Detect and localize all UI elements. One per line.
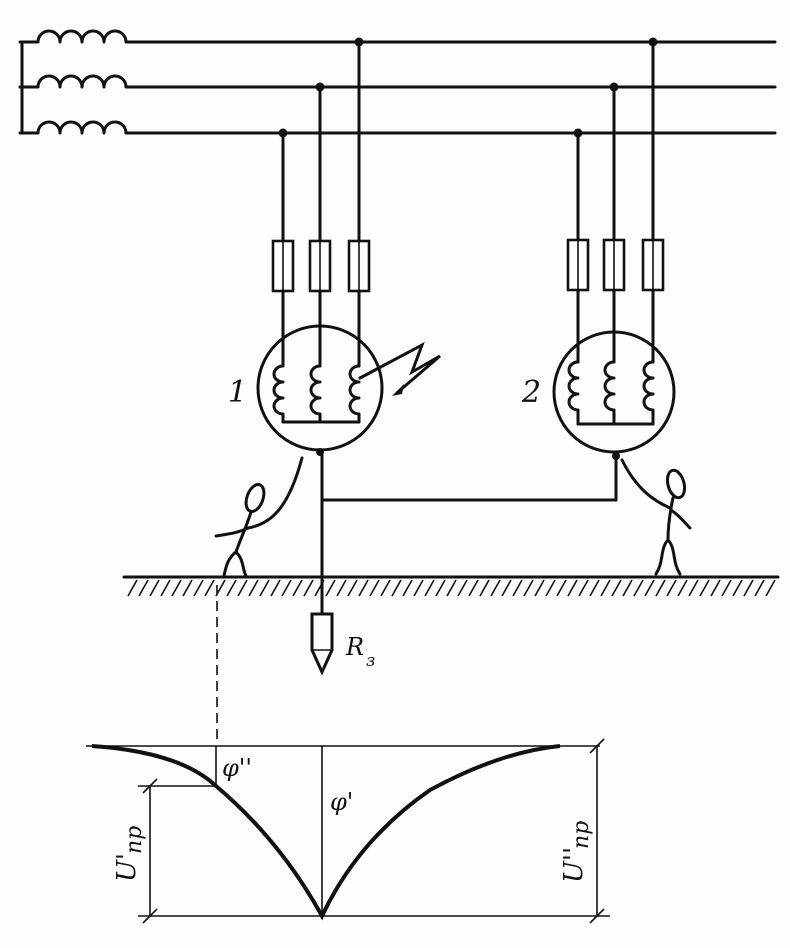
- hatch-mark: [292, 579, 303, 597]
- hatch-mark: [171, 579, 182, 597]
- hatch-mark: [556, 579, 567, 597]
- hatch-mark: [446, 579, 457, 597]
- motor-2-label: 2: [521, 375, 541, 410]
- hatch-mark: [193, 579, 204, 597]
- motor-2-branch: 2: [521, 40, 676, 454]
- motor-1-winding: [272, 364, 285, 424]
- hatch-mark: [644, 579, 655, 597]
- hatch-mark: [534, 579, 545, 597]
- hatch-mark: [633, 579, 644, 597]
- hatch-mark: [435, 579, 446, 597]
- hatch-mark: [160, 579, 171, 597]
- motor-1-label: 1: [228, 375, 247, 410]
- ground-resistance-label: R: [345, 633, 364, 661]
- motor-1-branch: 1: [228, 40, 441, 452]
- hatch-mark: [380, 579, 391, 597]
- hatch-mark: [226, 579, 237, 597]
- hatch-mark: [479, 579, 490, 597]
- motor-1-winding: [348, 364, 361, 424]
- hatch-mark: [336, 579, 347, 597]
- motor-2-winding: [642, 360, 655, 426]
- u1-subscript: пр: [122, 826, 147, 854]
- fault-arrowhead: [392, 384, 404, 396]
- hatch-mark: [699, 579, 710, 597]
- hatch-mark: [325, 579, 336, 597]
- hatch-mark: [402, 579, 413, 597]
- hatch-mark: [743, 579, 754, 597]
- hatch-mark: [237, 579, 248, 597]
- hatch-mark: [545, 579, 556, 597]
- phase-bus: [128, 37, 777, 138]
- u2-subscript: пр: [569, 821, 594, 849]
- hatch-mark: [259, 579, 270, 597]
- hatch-mark: [655, 579, 666, 597]
- hatch-mark: [721, 579, 732, 597]
- hatch-mark: [512, 579, 523, 597]
- hatch-mark: [424, 579, 435, 597]
- person-1-icon: [214, 456, 304, 578]
- insulation-fault-icon: [358, 341, 441, 394]
- hatch-mark: [182, 579, 193, 597]
- grounding-conductors: R з: [310, 448, 620, 676]
- u1-label: U': [112, 853, 142, 882]
- hatch-mark: [369, 579, 380, 597]
- hatch-mark: [127, 579, 138, 597]
- hatch-mark: [611, 579, 622, 597]
- potential-curve: [91, 744, 561, 921]
- hatch-mark: [204, 579, 215, 597]
- hatch-mark: [589, 579, 600, 597]
- hatch-mark: [523, 579, 534, 597]
- source-winding-a: [18, 29, 132, 44]
- hatch-mark: [501, 579, 512, 597]
- motor-2-winding: [567, 360, 580, 426]
- hatch-mark: [248, 579, 259, 597]
- hatch-mark: [149, 579, 160, 597]
- hatch-mark: [677, 579, 688, 597]
- hatch-mark: [688, 579, 699, 597]
- u2-label-group: U'' пр: [559, 821, 594, 883]
- hatch-mark: [490, 579, 501, 597]
- ground-surface: [122, 575, 780, 597]
- hatch-mark: [413, 579, 424, 597]
- hatch-mark: [358, 579, 369, 597]
- hatch-mark: [457, 579, 468, 597]
- person-2-icon: [620, 458, 692, 576]
- hatch-mark: [600, 579, 611, 597]
- motor-2-winding: [603, 360, 616, 426]
- u1-label-group: U' пр: [112, 826, 147, 882]
- hatch-mark: [765, 579, 776, 597]
- hatch-mark: [303, 579, 314, 597]
- hatch-mark: [138, 579, 149, 597]
- phi-double-label: φ'': [222, 754, 252, 782]
- hatch-mark: [666, 579, 677, 597]
- hatch-mark: [468, 579, 479, 597]
- hatch-mark: [710, 579, 721, 597]
- u2-label: U'': [559, 847, 589, 883]
- hatch-mark: [732, 579, 743, 597]
- hatch-mark: [578, 579, 589, 597]
- hatch-mark: [314, 579, 325, 597]
- hatch-mark: [754, 579, 765, 597]
- ground-resistance-subscript: з: [366, 651, 375, 671]
- potential-graph: φ'' φ' U' пр U'' пр: [86, 738, 610, 924]
- motor-1-winding: [309, 364, 322, 424]
- hatch-mark: [622, 579, 633, 597]
- hatch-mark: [567, 579, 578, 597]
- source-winding-b: [18, 74, 132, 89]
- ground-hatching: [127, 579, 776, 597]
- hatch-mark: [391, 579, 402, 597]
- ground-electrode: [310, 612, 334, 676]
- motor-2-housing: [552, 330, 676, 454]
- hatch-mark: [347, 579, 358, 597]
- source-winding-c: [18, 120, 132, 135]
- source-windings: [18, 29, 132, 135]
- phi-single-label: φ': [330, 788, 353, 816]
- hatch-mark: [281, 579, 292, 597]
- hatch-mark: [270, 579, 281, 597]
